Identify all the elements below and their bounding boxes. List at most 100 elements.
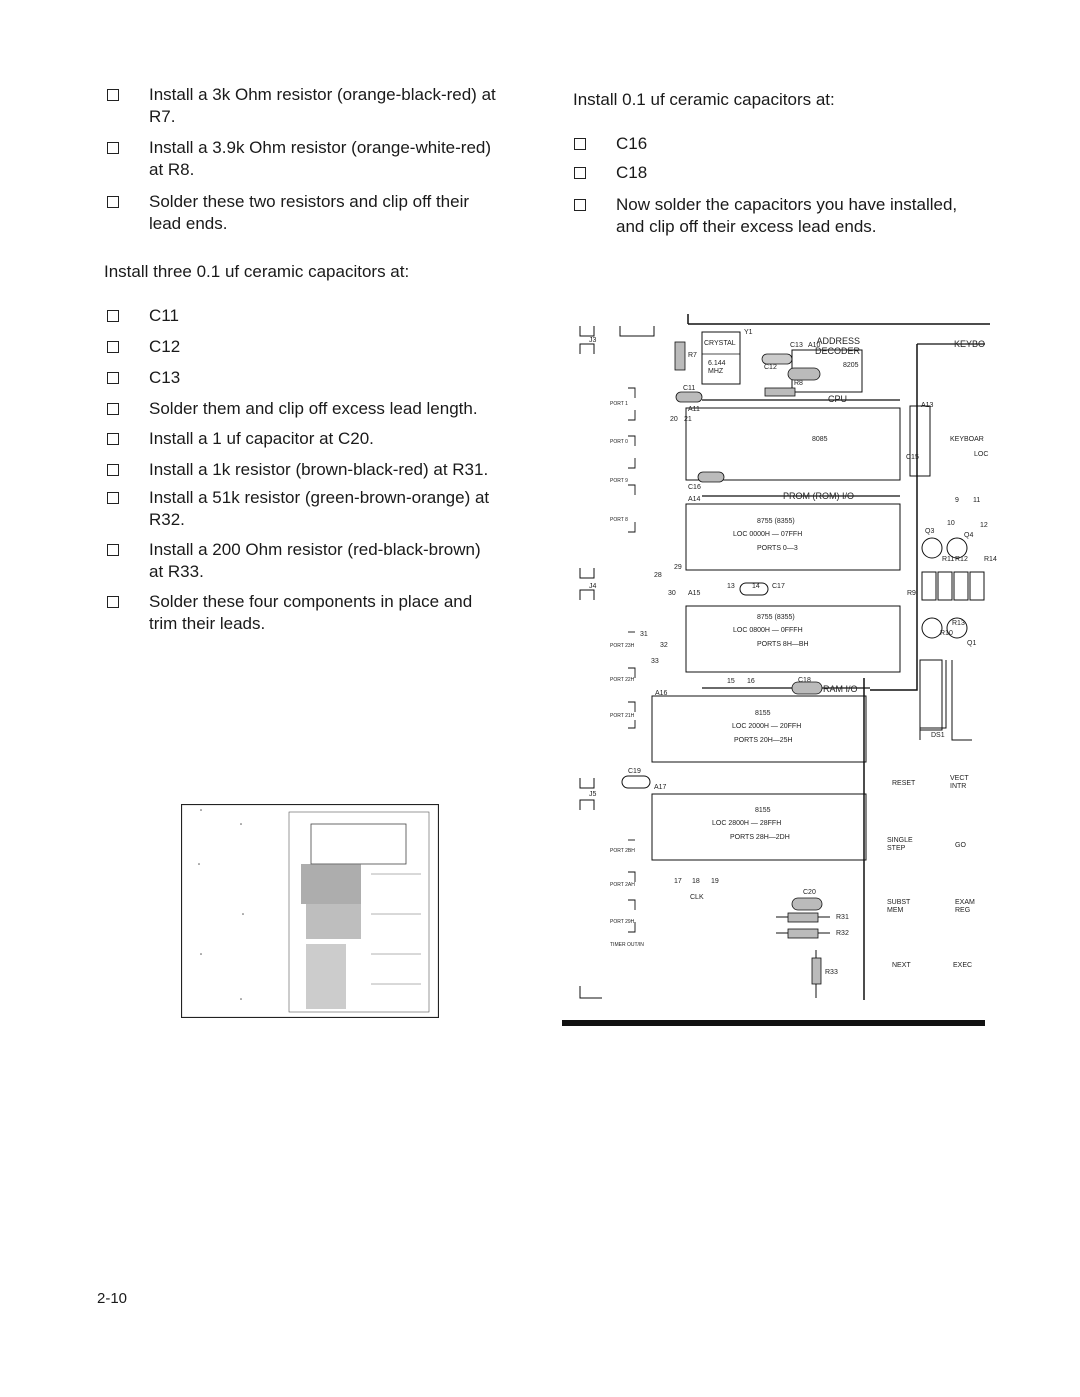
step-text: Install a 3.9k Ohm resistor (orange-whit…: [149, 138, 492, 179]
chip-a17-loc: LOC 2800H — 28FFH: [712, 820, 782, 827]
pin-number: 18: [692, 878, 700, 885]
checkbox[interactable]: [107, 341, 119, 353]
ref-c20: C20: [803, 889, 816, 896]
ref-c11: C11: [683, 385, 696, 392]
chip-a11-part: 8085: [812, 436, 828, 443]
checkbox[interactable]: [107, 433, 119, 445]
page-number: 2-10: [97, 1290, 128, 1307]
pin-number: 15: [727, 678, 735, 685]
chip-a17-id: A17: [654, 784, 667, 791]
key-vect-intr: VECT INTR: [950, 775, 969, 790]
step-c16[interactable]: C16: [574, 133, 1014, 155]
ref-r31: R31: [836, 914, 849, 921]
checkbox[interactable]: [107, 464, 119, 476]
checkbox[interactable]: [107, 492, 119, 504]
checkbox[interactable]: [574, 167, 586, 179]
ref-clk: CLK: [690, 894, 704, 901]
step-c12[interactable]: C12: [107, 336, 547, 358]
chip-a14-part: 8755 (8355): [757, 518, 795, 525]
step-r32[interactable]: Install a 51k resistor (green-brown-oran…: [107, 487, 547, 531]
key-next: NEXT: [892, 962, 911, 969]
port-label: PORT 21H: [610, 713, 635, 719]
key-reset: RESET: [892, 780, 916, 787]
step-r8[interactable]: Install a 3.9k Ohm resistor (orange-whit…: [107, 137, 547, 181]
step-r31[interactable]: Install a 1k resistor (brown-black-red) …: [107, 459, 547, 481]
step-text: Install a 3k Ohm resistor (orange-black-…: [149, 85, 496, 126]
chip-a17-part: 8155: [755, 807, 771, 814]
chip-a14-name: PROM (ROM) I/O: [783, 491, 854, 501]
step-c11[interactable]: C11: [107, 305, 547, 327]
intro-capacitors-left: Install three 0.1 uf ceramic capacitors …: [104, 262, 410, 281]
ref-q1: Q1: [967, 640, 977, 647]
pin-number: 13: [727, 583, 735, 590]
port-label: PORT 0: [610, 439, 628, 445]
port-label: PORT 2AH: [610, 882, 635, 888]
step-solder-four[interactable]: Solder these four components in place an…: [107, 591, 547, 635]
step-solder-capacitors[interactable]: Now solder the capacitors you have insta…: [574, 194, 1024, 238]
port-label: PORT 1: [610, 401, 628, 407]
ref-c19: C19: [628, 768, 641, 775]
step-text: Install a 1 uf capacitor at C20.: [149, 429, 374, 448]
step-text: C12: [149, 337, 181, 356]
pin-number: 19: [711, 878, 719, 885]
key-exam-reg: EXAM REG: [955, 899, 975, 914]
edge-label-keyboard-2: KEYBOAR: [950, 436, 984, 443]
checkbox[interactable]: [107, 89, 119, 101]
checkbox[interactable]: [107, 196, 119, 208]
ref-q4: Q4: [964, 532, 974, 539]
step-r33[interactable]: Install a 200 Ohm resistor (red-black-br…: [107, 539, 547, 583]
edge-label-loc: LOC: [974, 451, 989, 458]
connector-j5: J5: [589, 791, 597, 798]
chip-a10-id: A10: [808, 342, 821, 349]
step-text: C16: [616, 134, 648, 153]
pin-number: 29: [674, 564, 682, 571]
ref-r12: R12: [955, 556, 968, 563]
step-r7[interactable]: Install a 3k Ohm resistor (orange-black-…: [107, 84, 547, 128]
ref-r14: R14: [984, 556, 997, 563]
step-c18[interactable]: C18: [574, 162, 1014, 184]
checkbox[interactable]: [107, 596, 119, 608]
checkbox[interactable]: [107, 142, 119, 154]
chip-a10-part: 8205: [843, 362, 859, 369]
step-solder-resistors[interactable]: Solder these two resistors and clip off …: [107, 191, 547, 235]
pin-number: 10: [947, 520, 955, 527]
ref-c13: C13: [790, 342, 803, 349]
ref-c12: C12: [764, 364, 777, 371]
port-label: TIMER OUT/IN: [610, 942, 644, 948]
chip-a15-ports: PORTS 8H—BH: [757, 641, 809, 648]
checkbox[interactable]: [574, 199, 586, 211]
step-text: Now solder the capacitors you have insta…: [616, 195, 958, 236]
step-solder-caps[interactable]: Solder them and clip off excess lead len…: [107, 398, 547, 420]
pin-number: 20: [670, 416, 678, 423]
checkbox[interactable]: [107, 310, 119, 322]
chip-a14-loc: LOC 0000H — 07FFH: [733, 531, 803, 538]
pin-number: 33: [651, 658, 659, 665]
ref-r11: R11: [942, 556, 955, 563]
connector-j3: J3: [589, 337, 597, 344]
key-exec: EXEC: [953, 962, 973, 969]
ref-r13: R13: [952, 620, 965, 627]
key-subst-mem: SUBST MEM: [887, 899, 911, 914]
chip-a11-id: A11: [688, 406, 700, 413]
chip-a15-loc: LOC 0800H — 0FFFH: [733, 627, 803, 634]
checkbox[interactable]: [107, 372, 119, 384]
step-c13[interactable]: C13: [107, 367, 547, 389]
board-thumbnail: [181, 804, 439, 1018]
step-text: Solder them and clip off excess lead len…: [149, 399, 478, 418]
checkbox[interactable]: [574, 138, 586, 150]
step-text: Install a 1k resistor (brown-black-red) …: [149, 460, 489, 479]
ref-c15: C15: [906, 454, 919, 461]
chip-a15-id: A15: [688, 590, 701, 597]
chip-a17-ports: PORTS 28H—2DH: [730, 834, 790, 841]
ref-c17: C17: [772, 583, 785, 590]
step-text: C13: [149, 368, 181, 387]
pin-number: 17: [674, 878, 682, 885]
board-layout-diagram: [562, 314, 990, 1026]
chip-a16-ports: PORTS 20H—25H: [734, 737, 793, 744]
checkbox[interactable]: [107, 544, 119, 556]
ref-r7: R7: [688, 352, 697, 359]
step-c20[interactable]: Install a 1 uf capacitor at C20.: [107, 428, 547, 450]
chip-a15-part: 8755 (8355): [757, 614, 795, 621]
ref-r8: R8: [794, 380, 803, 387]
checkbox[interactable]: [107, 403, 119, 415]
